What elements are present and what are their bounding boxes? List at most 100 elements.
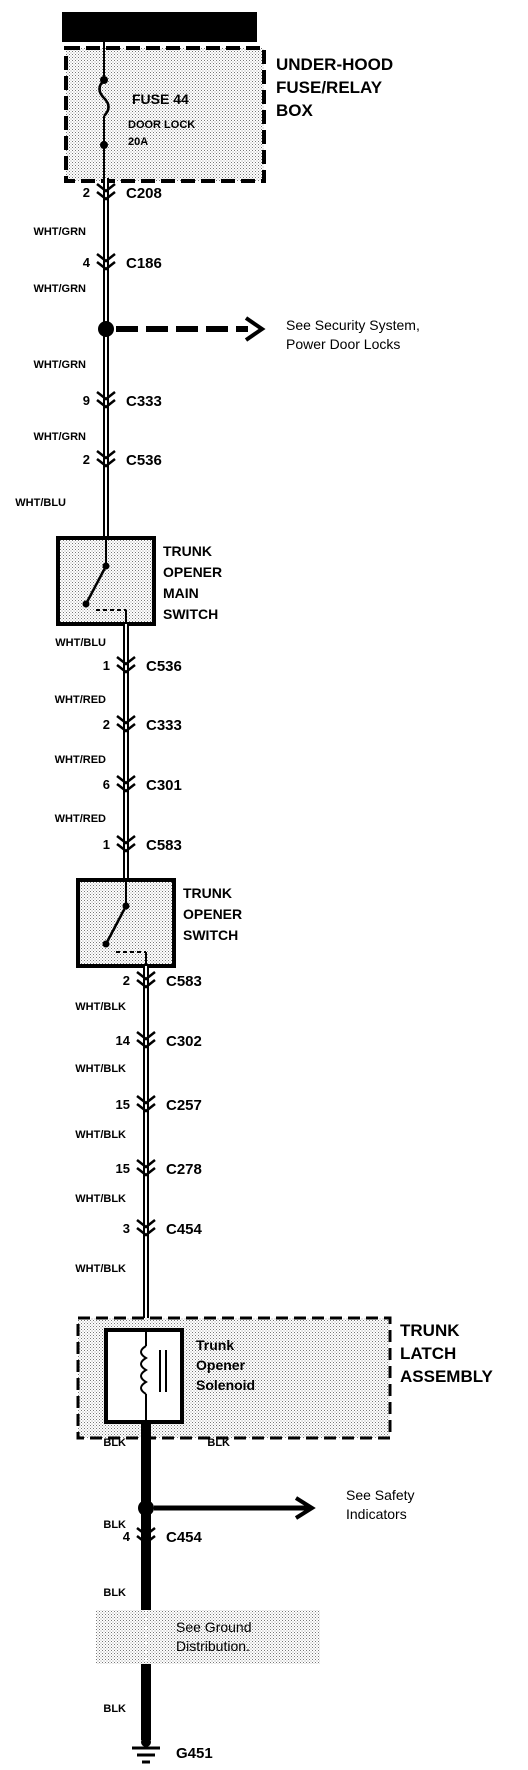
connector: 15 C278 [116, 1159, 202, 1178]
ground-icon [132, 1746, 160, 1764]
connector-chevron-icon [136, 1527, 156, 1537]
safety-note-2: Indicators [346, 1506, 407, 1522]
connector-chevron-icon [96, 458, 116, 468]
connector-pin: 2 [103, 717, 110, 732]
connector-pin: 9 [83, 393, 90, 408]
ground-distribution: See Ground Distribution. [96, 1610, 320, 1664]
connector-chevron-icon [116, 775, 136, 785]
connector: 9 C333 [83, 391, 162, 410]
connector-id: C454 [166, 1529, 203, 1546]
fuse-box-title-3: BOX [276, 101, 314, 120]
connector-chevron-icon [116, 723, 136, 733]
wire-color-label: WHT/RED [55, 694, 106, 706]
connector-id: C583 [166, 973, 202, 990]
connector-pin: 15 [116, 1161, 130, 1176]
connector-pin: 2 [123, 973, 130, 988]
coil-icon [140, 1345, 148, 1395]
connector-chevron-icon [96, 450, 116, 460]
wire-color-label: BLK [103, 1437, 126, 1449]
opener-switch-label-3: SWITCH [183, 927, 238, 943]
fuse-number: FUSE 44 [132, 91, 189, 107]
wire-color-label: WHT/BLU [55, 637, 106, 649]
connector-pin: 1 [103, 837, 110, 852]
connector-chevron-icon [136, 1535, 156, 1545]
wire-color-label: WHT/BLK [75, 1001, 126, 1013]
connector-chevron-icon [136, 1095, 156, 1105]
wire-color-label: WHT/GRN [33, 226, 86, 238]
connector-chevron-icon [116, 783, 136, 793]
wire-color-label: WHT/GRN [33, 283, 86, 295]
connector-pin: 15 [116, 1097, 130, 1112]
security-note-2: Power Door Locks [286, 336, 400, 352]
connector-chevron-icon [136, 971, 156, 981]
fuse-box-title-2: FUSE/RELAY [276, 78, 383, 97]
wire-color-label: WHT/GRN [33, 359, 86, 371]
banner-text: HOT AT ALL TIMES [90, 21, 228, 36]
connector-pin: 2 [83, 452, 90, 467]
connector-chevron-icon [136, 1167, 156, 1177]
connector-id: C454 [166, 1221, 203, 1238]
connector-chevron-icon [136, 1219, 156, 1229]
connector-chevron-icon [96, 261, 116, 271]
connector: 2 C536 [83, 450, 162, 469]
connector-id: C301 [146, 777, 182, 794]
connector-pin: 4 [83, 255, 91, 270]
security-note-1: See Security System, [286, 317, 420, 333]
switch-contact-icon [84, 565, 108, 605]
wire-color-label: WHT/BLK [75, 1063, 126, 1075]
connector-id: C583 [146, 837, 182, 854]
connector-id: C333 [126, 393, 162, 410]
latch-label-2: LATCH [400, 1344, 456, 1363]
wire-color-label: WHT/GRN [33, 431, 86, 443]
connector-chevron-icon [116, 715, 136, 725]
connector-id: C536 [126, 452, 162, 469]
connector-id: C333 [146, 717, 182, 734]
fuse-box-title-1: UNDER-HOOD [276, 55, 393, 74]
solenoid-label-2: Opener [196, 1357, 246, 1373]
switch-contact-icon [104, 905, 128, 945]
connector-chevron-icon [136, 1031, 156, 1041]
fuse-rating: 20A [128, 136, 148, 148]
trunk-opener-main-switch: TRUNK OPENER MAIN SWITCH [56, 536, 222, 626]
opener-switch-label-2: OPENER [183, 906, 242, 922]
connector-chevron-icon [116, 656, 136, 666]
ground-g451: G451 [132, 1737, 213, 1764]
connector-chevron-icon [96, 191, 116, 201]
connector-chevron-icon [96, 391, 116, 401]
connector-id: C278 [166, 1161, 202, 1178]
connector-chevron-icon [116, 843, 136, 853]
wire-color-label: WHT/BLK [75, 1193, 126, 1205]
connector-chevron-icon [96, 183, 116, 193]
wire-color-label: WHT/BLU [15, 497, 66, 509]
connector-chevron-icon [116, 835, 136, 845]
hot-at-all-times-banner: HOT AT ALL TIMES [62, 12, 257, 42]
connector: 2 C333 [103, 715, 182, 734]
wire-color-label: BLK [103, 1703, 126, 1715]
connector-id: C302 [166, 1033, 202, 1050]
opener-switch-label-1: TRUNK [183, 885, 232, 901]
ground-id: G451 [176, 1745, 213, 1762]
connector-chevron-icon [96, 253, 116, 263]
connector-chevron-icon [136, 1103, 156, 1113]
connector-chevron-icon [136, 1159, 156, 1169]
solenoid-label-3: Solenoid [196, 1377, 255, 1393]
connector-id: C257 [166, 1097, 202, 1114]
splice-dot [98, 321, 114, 337]
connector-pin: 3 [123, 1221, 130, 1236]
latch-label-3: ASSEMBLY [400, 1367, 494, 1386]
arrow-right-icon [244, 316, 266, 342]
latch-label-1: TRUNK [400, 1321, 460, 1340]
main-switch-label-3: MAIN [163, 585, 199, 601]
connector-chevron-icon [96, 399, 116, 409]
connector: 15 C257 [116, 1095, 202, 1114]
ground-note-1: See Ground [176, 1619, 252, 1635]
main-switch-label-2: OPENER [163, 564, 222, 580]
